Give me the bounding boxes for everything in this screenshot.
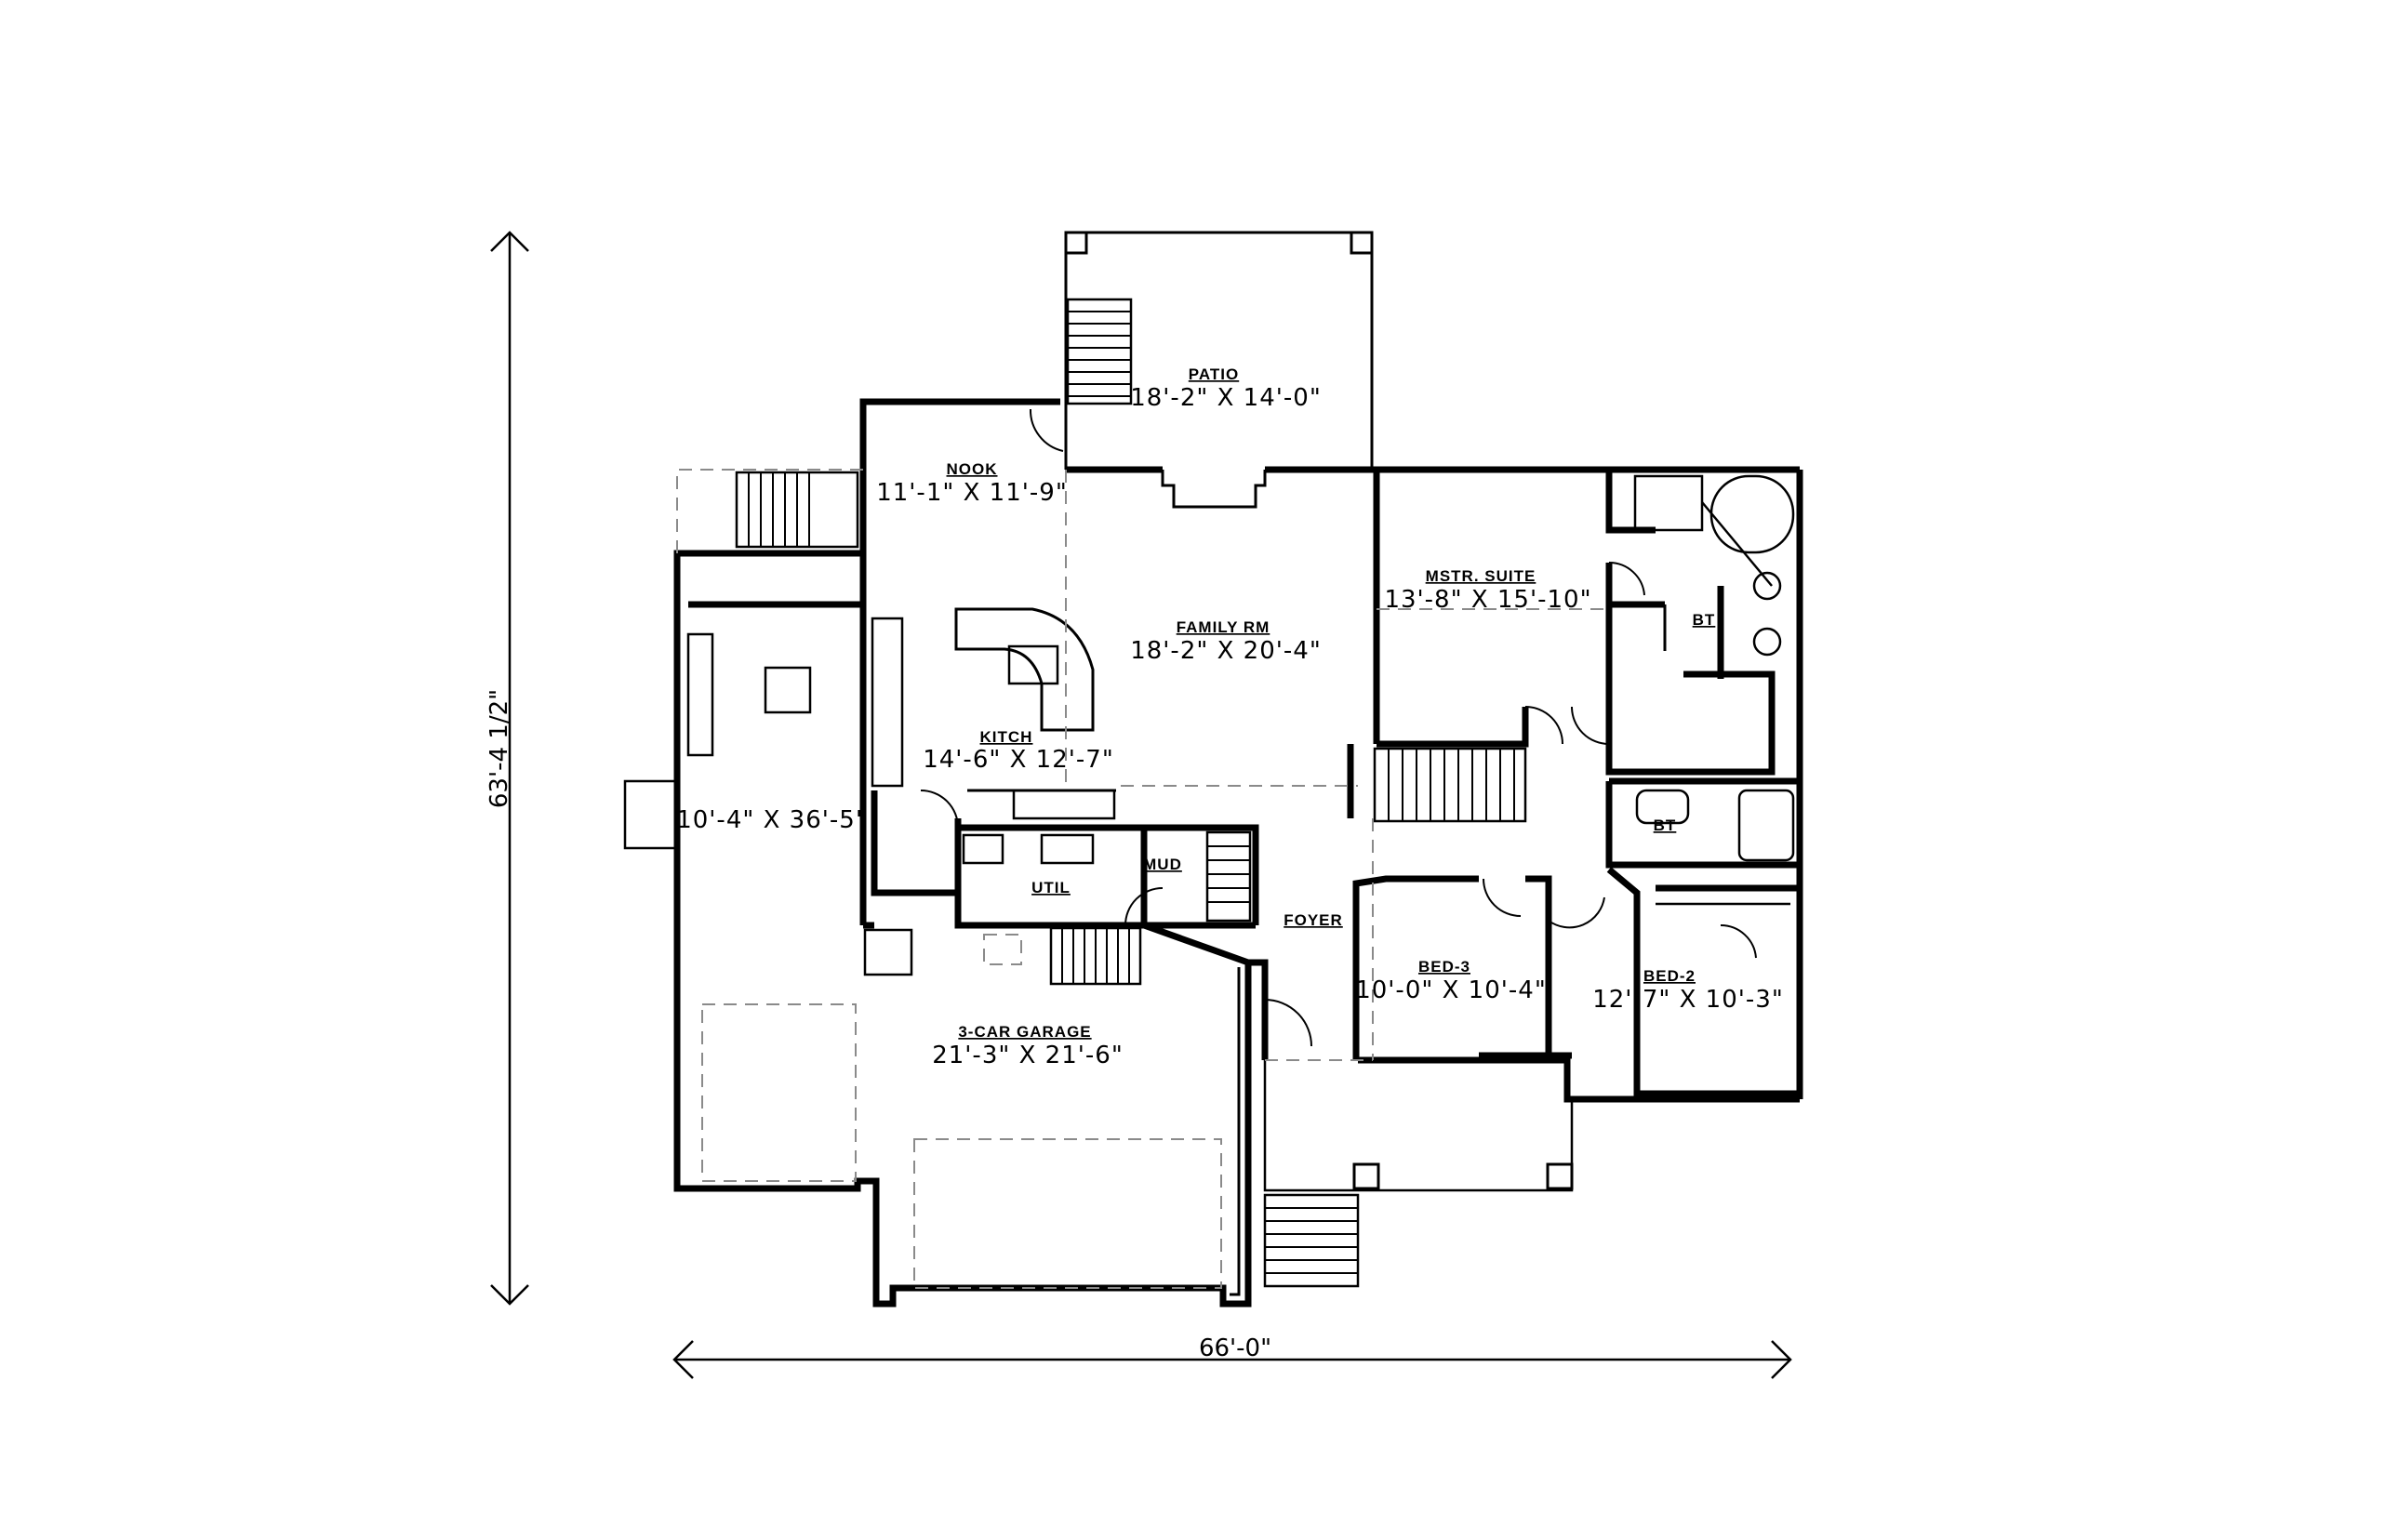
kitchen-label: KITCH [980, 728, 1033, 746]
bed-3-label: BED-3 [1418, 958, 1470, 976]
depth-dimension: 63'-4 1/2" [486, 231, 529, 1306]
master-bath-label: BT [1693, 611, 1716, 629]
patio-area [1064, 231, 1374, 470]
exterior-walls [623, 398, 1803, 1308]
overall-width-label: 66'-0" [1199, 1334, 1271, 1362]
interior-walls [686, 408, 1800, 1289]
mud-label: MUD [1143, 856, 1182, 873]
shop-size: 10'-4" X 36'-5" [676, 806, 868, 834]
patio-stairs [1066, 298, 1133, 405]
master-suite-size: 13'-8" X 15'-10" [1384, 586, 1591, 614]
main-stairs [1373, 747, 1527, 823]
bed-2-size: 12'-7" X 10'-3" [1592, 986, 1784, 1014]
shop-stairs [735, 471, 859, 549]
garage-label: 3-CAR GARAGE [958, 1023, 1091, 1041]
kitchen-size: 14'-6" X 12'-7" [923, 746, 1114, 774]
mud-stairs [1205, 830, 1252, 923]
nook-size: 11'-1" X 11'-9" [876, 479, 1068, 507]
garage-stairs [1049, 926, 1142, 986]
garage-size: 21'-3" X 21'-6" [932, 1042, 1124, 1069]
entry-stairs [1263, 1193, 1360, 1288]
family-room-size: 18'-2" X 20'-4" [1130, 637, 1322, 665]
patio-size: 18'-2" X 14'-0" [1130, 384, 1322, 412]
foyer-label: FOYER [1284, 911, 1343, 929]
overall-depth-label: 63'-4 1/2" [486, 689, 513, 808]
bath-2-label: BT [1654, 816, 1677, 834]
bed-2-label: BED-2 [1643, 967, 1696, 985]
bed-3-size: 10'-0" X 10'-4" [1355, 976, 1547, 1004]
width-dimension: 66'-0" [672, 1334, 1792, 1379]
family-room-label: FAMILY RM [1177, 618, 1270, 636]
master-suite-label: MSTR. SUITE [1426, 567, 1536, 585]
util-label: UTIL [1031, 879, 1071, 896]
room-labels: PATIO 18'-2" X 14'-0" NOOK 11'-1" X 11'-… [676, 365, 1784, 1069]
patio-label: PATIO [1189, 365, 1239, 383]
nook-label: NOOK [947, 460, 998, 478]
